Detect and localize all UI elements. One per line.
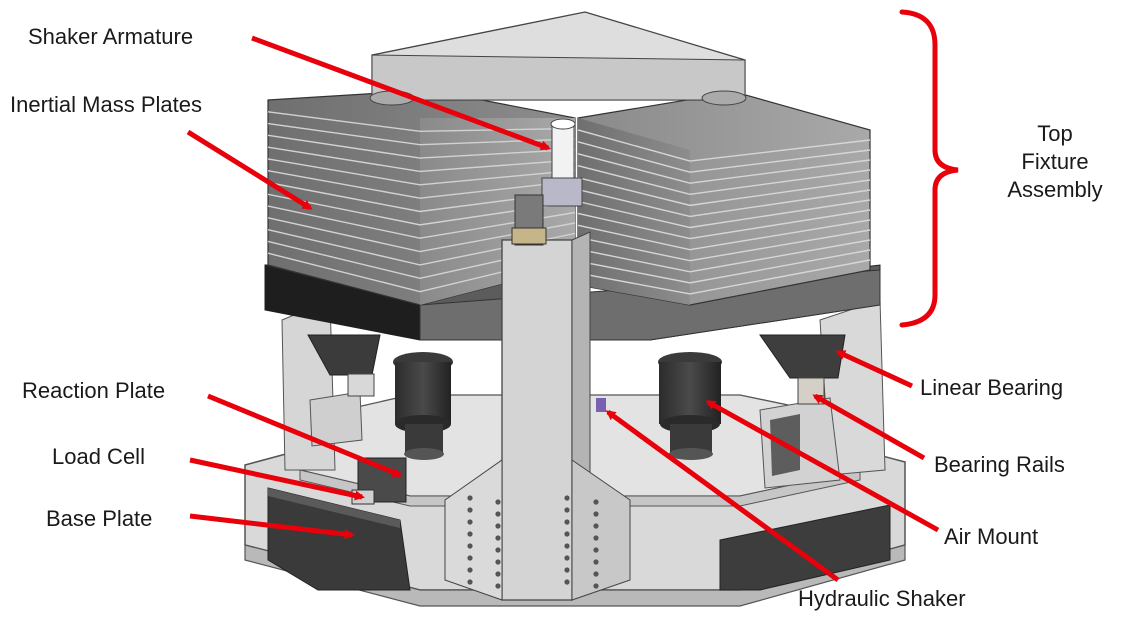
bolt-hole bbox=[593, 523, 599, 529]
bolt-hole bbox=[593, 583, 599, 589]
linear-bearing-left bbox=[307, 334, 381, 397]
callout-arrows bbox=[186, 35, 940, 583]
label-load-cell: Load Cell bbox=[52, 444, 145, 469]
bolt-hole bbox=[495, 511, 501, 517]
arrow-shaker-armature bbox=[251, 35, 551, 151]
air-mount-right bbox=[658, 352, 722, 460]
label-shaker-armature: Shaker Armature bbox=[28, 24, 194, 49]
bolt-hole bbox=[495, 547, 501, 553]
bolt-hole bbox=[467, 579, 473, 585]
top-cap-shape bbox=[369, 11, 747, 106]
arrow-hydraulic-shaker bbox=[605, 409, 840, 583]
label-reaction-plate: Reaction Plate bbox=[22, 378, 166, 403]
bolt-hole bbox=[564, 543, 570, 549]
bolt-hole bbox=[495, 571, 501, 577]
mass-plate-line bbox=[577, 239, 871, 273]
bolt-hole bbox=[467, 519, 473, 525]
label-top-fixture-line3: Assembly bbox=[1007, 177, 1103, 202]
shaker-armature-shape bbox=[541, 118, 583, 207]
bolt-hole bbox=[593, 571, 599, 577]
mass-plate-line bbox=[577, 199, 871, 229]
bolt-hole bbox=[495, 523, 501, 529]
mass-plate-line bbox=[267, 146, 576, 173]
mass-plate-line bbox=[577, 165, 871, 195]
mass-plate-line bbox=[267, 158, 576, 186]
bolt-hole bbox=[467, 531, 473, 537]
arrow-air-mount bbox=[705, 399, 940, 533]
top-fixture-bracket bbox=[899, 9, 959, 328]
mass-plate-line bbox=[577, 219, 871, 251]
arrow-load-cell bbox=[189, 457, 365, 501]
label-top-fixture-line1: Top bbox=[1037, 121, 1073, 146]
arrow-base-plate bbox=[189, 513, 355, 540]
arrow-inertial-mass-plates bbox=[186, 129, 313, 211]
bolt-hole bbox=[564, 579, 570, 585]
mass-plate-line bbox=[577, 176, 871, 207]
bolt-hole bbox=[467, 507, 473, 513]
mass-plate-line bbox=[577, 141, 871, 173]
mass-plate-line bbox=[577, 188, 871, 218]
mass-plate-stack-right bbox=[577, 91, 871, 306]
mass-plate-line bbox=[577, 259, 871, 295]
mass-plate-line bbox=[267, 134, 576, 159]
mass-plate-line bbox=[577, 153, 871, 184]
label-base-plate: Base Plate bbox=[46, 506, 153, 531]
hydraulic-shaker-column bbox=[444, 194, 631, 601]
base-block-right bbox=[719, 504, 891, 591]
bolt-hole bbox=[564, 567, 570, 573]
bolt-hole bbox=[593, 535, 599, 541]
bolt-hole bbox=[495, 559, 501, 565]
mass-plate-line bbox=[577, 249, 871, 284]
bolt-hole bbox=[495, 499, 501, 505]
bolt-hole bbox=[564, 555, 570, 561]
label-top-fixture-line2: Fixture bbox=[1021, 149, 1089, 174]
bolt-hole bbox=[564, 507, 570, 513]
shaker-connector bbox=[596, 398, 606, 412]
mass-plate-line bbox=[577, 209, 871, 240]
arrow-reaction-plate bbox=[207, 393, 403, 478]
label-inertial-mass-plates: Inertial Mass Plates bbox=[10, 92, 202, 117]
label-linear-bearing: Linear Bearing bbox=[920, 375, 1064, 400]
air-mount-left bbox=[393, 352, 453, 460]
label-air-mount: Air Mount bbox=[944, 524, 1039, 549]
arrow-bearing-rails bbox=[812, 393, 926, 461]
linear-bearing-right bbox=[759, 334, 846, 405]
mass-plate-line bbox=[577, 229, 871, 262]
mass-plate-line bbox=[577, 129, 871, 162]
mass-plate-line bbox=[267, 111, 576, 133]
bolt-hole bbox=[564, 531, 570, 537]
arrow-linear-bearing bbox=[835, 349, 914, 389]
bolt-hole bbox=[467, 495, 473, 501]
bolt-hole bbox=[593, 499, 599, 505]
bolt-hole bbox=[495, 535, 501, 541]
bolt-hole bbox=[467, 555, 473, 561]
bolt-hole bbox=[467, 567, 473, 573]
load-cell-shape bbox=[351, 457, 407, 505]
label-top-fixture-assembly: Top Fixture Assembly bbox=[990, 120, 1120, 204]
bolt-hole bbox=[593, 547, 599, 553]
bolt-hole bbox=[564, 495, 570, 501]
bolt-hole bbox=[495, 583, 501, 589]
bolt-hole bbox=[593, 559, 599, 565]
label-hydraulic-shaker: Hydraulic Shaker bbox=[798, 586, 966, 611]
base-block-left bbox=[267, 487, 411, 591]
bolt-hole bbox=[564, 519, 570, 525]
mass-plate-line bbox=[267, 170, 576, 199]
bolt-hole bbox=[467, 543, 473, 549]
bolt-hole bbox=[593, 511, 599, 517]
label-bearing-rails: Bearing Rails bbox=[934, 452, 1065, 477]
